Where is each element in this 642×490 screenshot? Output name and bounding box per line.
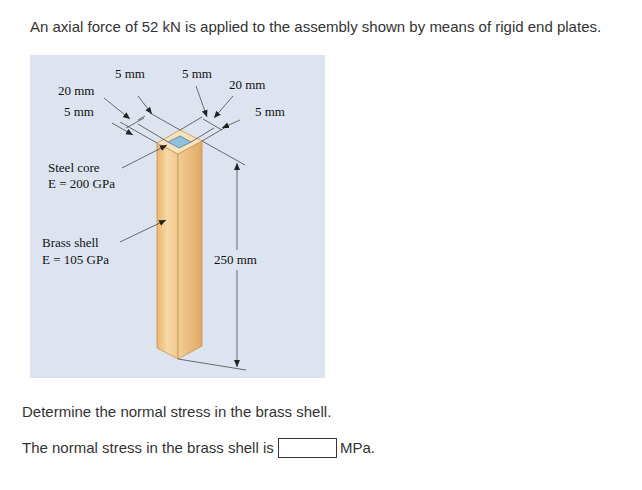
dimension-label: 5 mm [113,66,147,82]
dimension-label: 5 mm [180,66,214,82]
material-property: E = 200 GPa [46,176,117,192]
answer-prompt: The normal stress in the brass shell is [22,439,274,456]
part-name: Steel core [46,160,102,176]
dimension-label: 20 mm [227,77,267,93]
figure-panel [30,55,325,378]
unit-label: MPa. [340,439,375,456]
dimension-label: 20 mm [56,83,96,99]
dimension-label: 5 mm [253,104,287,120]
dimension-label: 250 mm [212,252,259,268]
brass-shell [157,130,202,359]
steel-core [168,136,191,148]
dimension-lines [104,86,246,370]
dimension-label: 5 mm [62,104,96,120]
question-text: Determine the normal stress in the brass… [22,403,331,420]
problem-statement: An axial force of 52 kN is applied to th… [30,18,601,35]
material-property: E = 105 GPa [40,252,111,268]
answer-input-box [278,438,337,458]
part-name: Brass shell [40,235,101,251]
